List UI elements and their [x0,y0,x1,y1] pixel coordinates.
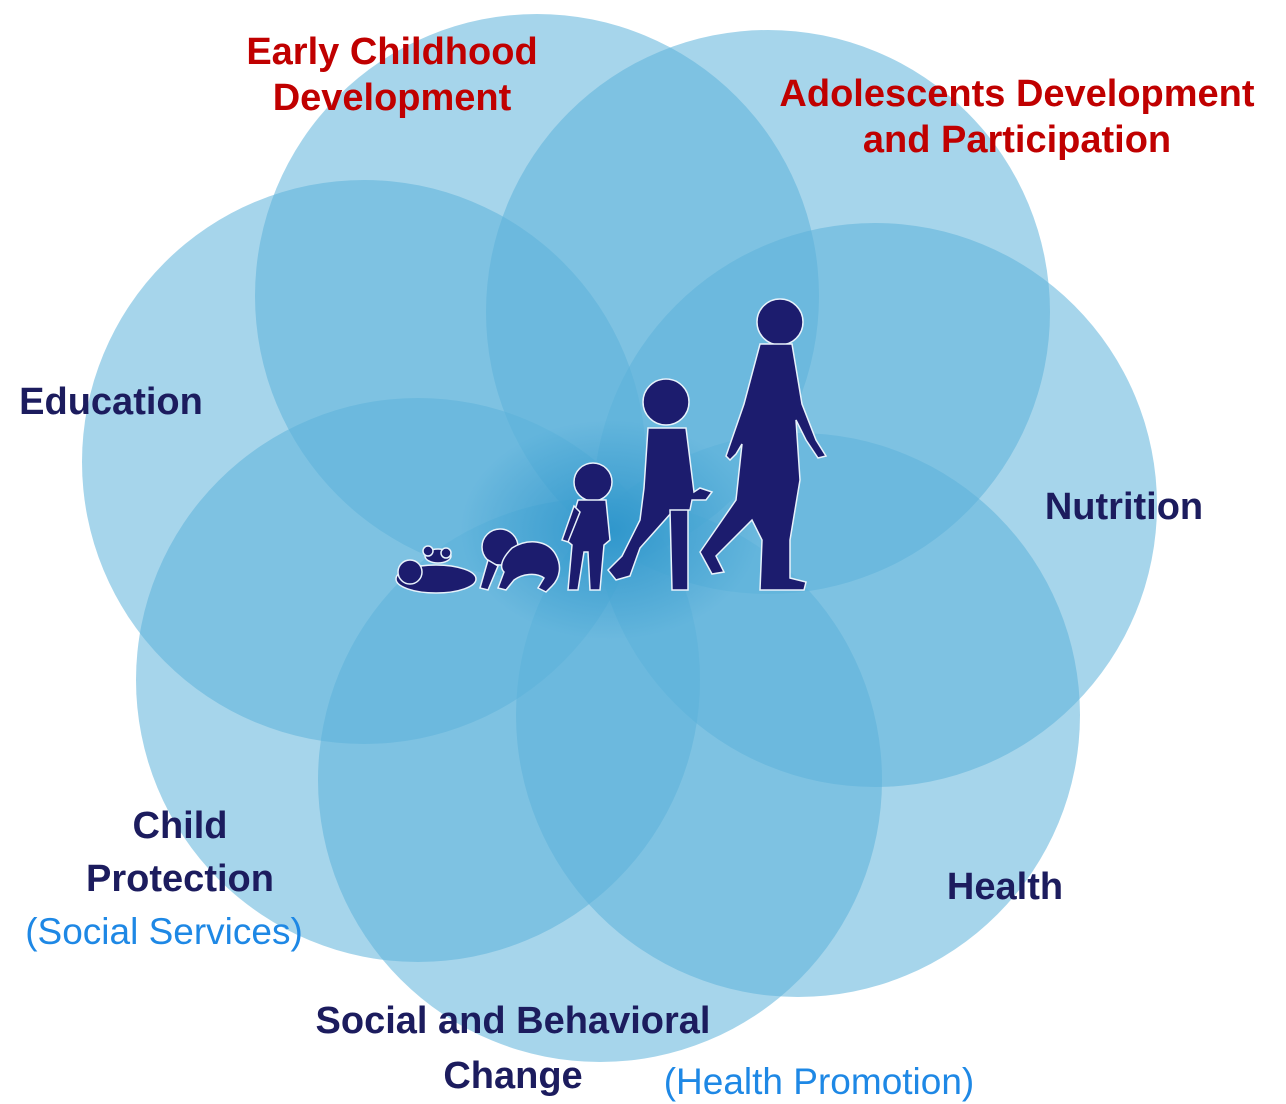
label-social-services: (Social Services) [25,911,303,952]
label-social-behavioral: Social and Behavioral Change [315,1000,711,1098]
label-education: Education [19,381,203,423]
crawling-baby-silhouette [479,528,561,593]
child-silhouette [606,378,714,591]
label-child-protection: Child Protection [86,805,274,901]
label-nutrition: Nutrition [1044,486,1204,528]
label-early-childhood: Early Childhood Development [246,31,538,119]
label-health-promotion: (Health Promotion) [663,1061,975,1102]
infant-silhouette [395,545,477,594]
toddler-silhouette [561,462,613,591]
label-adolescents: Adolescents Development and Participatio… [779,73,1255,161]
label-health: Health [946,866,1064,908]
adult-silhouette [699,298,828,591]
